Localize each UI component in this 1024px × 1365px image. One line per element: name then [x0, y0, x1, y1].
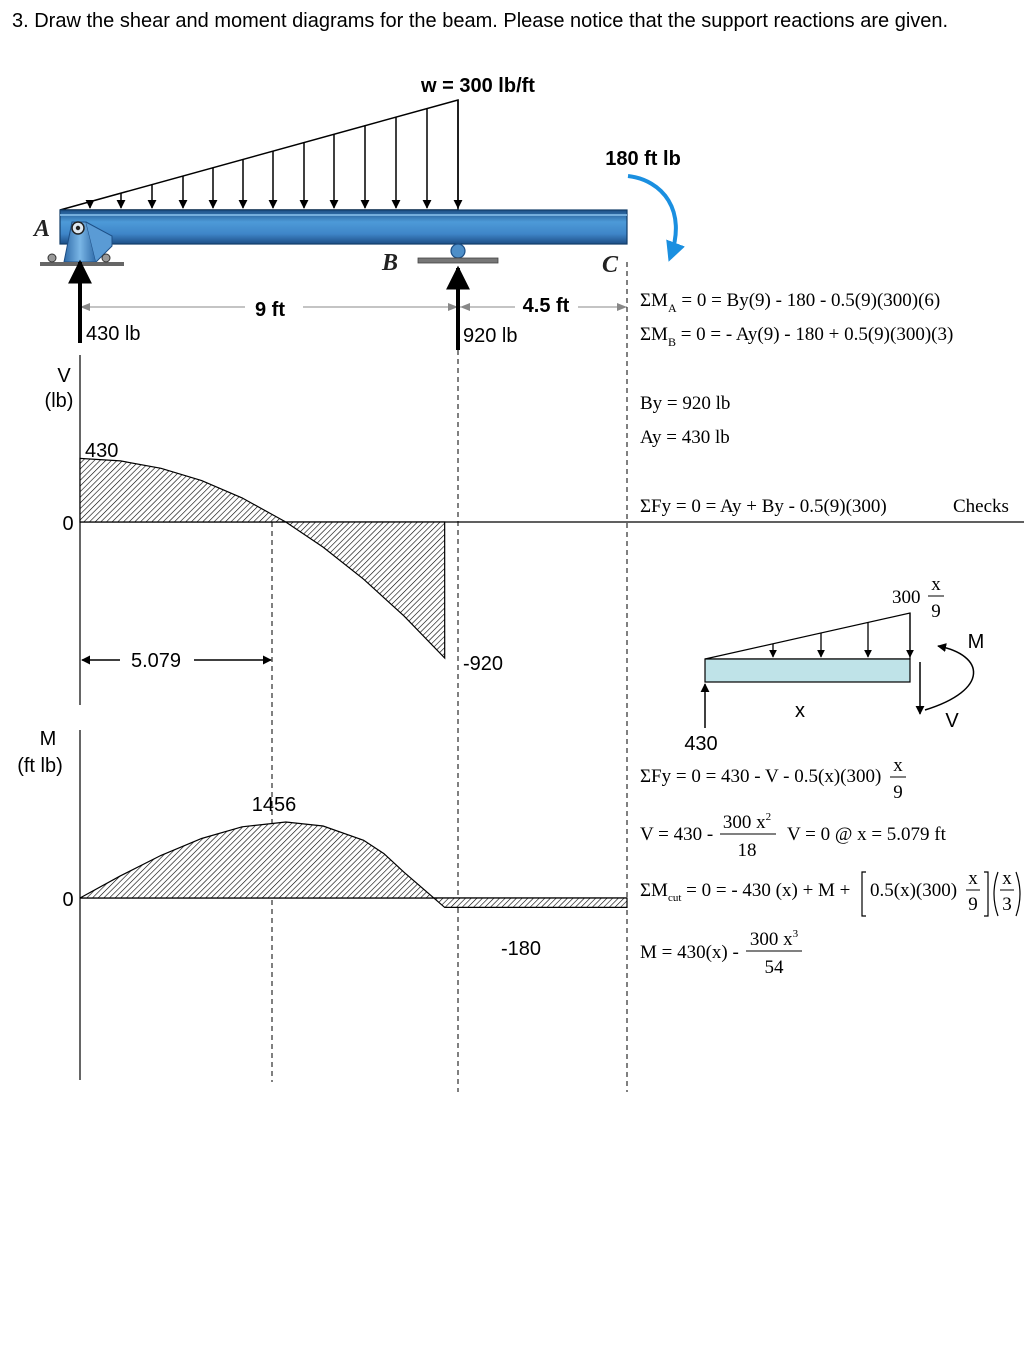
equations: ΣMA = 0 = By(9) - 180 - 0.5(9)(300)(6) Σ… — [640, 290, 1021, 978]
eq-mcut-frac-9: 9 — [968, 894, 978, 915]
fbd-shear-label: V — [945, 710, 959, 732]
fbd-moment-label: M — [968, 631, 985, 653]
point-b-label: B — [381, 250, 398, 276]
moment-axis-label: M — [40, 728, 57, 750]
moment-curve — [79, 821, 628, 908]
eq-fy-check: ΣFy = 0 = Ay + By - 0.5(9)(300) — [640, 496, 887, 517]
fbd-beam — [704, 658, 911, 683]
eq-m-lhs: M = 430(x) - — [640, 942, 739, 963]
eq-m-num: 300 x3 — [750, 928, 799, 950]
fbd-load-frac-den: 9 — [931, 601, 941, 622]
load-label: w = 300 lb/ft — [420, 75, 535, 97]
moment-zero-label: 0 — [62, 889, 73, 911]
roller-support-b — [417, 243, 499, 264]
eq-v-num: 300 x2 — [723, 811, 771, 833]
fbd-length-label: x — [795, 700, 805, 722]
span-ab-label: 9 ft — [255, 299, 285, 321]
eq-by: By = 920 lb — [640, 393, 730, 414]
eq-sum-mb: ΣMB = 0 = - Ay(9) - 180 + 0.5(9)(300)(3) — [640, 324, 953, 349]
eq-fy-cut: ΣFy = 0 = 430 - V - 0.5(x)(300) — [640, 766, 881, 787]
reaction-a-label: 430 lb — [86, 323, 141, 345]
eq-mcut-frac-x: x — [968, 868, 978, 889]
moment-min-label: -180 — [501, 938, 541, 960]
fbd-reaction-label: 430 — [684, 733, 717, 755]
eq-mcut-frac-3: 3 — [1002, 894, 1012, 915]
fbd-load-envelope — [704, 612, 911, 660]
load-arrows — [85, 100, 463, 209]
shear-axis-label: V — [57, 365, 71, 387]
checks-label: Checks — [953, 496, 1009, 517]
shear-axis-unit: (lb) — [45, 390, 74, 412]
eq-v-lhs: V = 430 - — [640, 824, 713, 845]
eq-ay: Ay = 430 lb — [640, 427, 730, 448]
point-c-label: C — [602, 252, 619, 278]
fbd-load-frac-num: x — [931, 574, 941, 595]
shear-curve — [79, 457, 446, 660]
span-bc-label: 4.5 ft — [523, 295, 570, 317]
moment-label: 180 ft lb — [605, 148, 681, 170]
eq-mcut-bracket: 0.5(x)(300) — [870, 880, 957, 901]
eq-v-den: 18 — [738, 840, 757, 861]
fbd-moment-arrow — [924, 643, 975, 711]
load-envelope — [59, 99, 459, 211]
eq-mcut: ΣMcut = 0 = - 430 (x) + M + — [640, 880, 850, 904]
fbd-load-arrows — [769, 613, 914, 658]
fbd-load-value: 300 — [892, 587, 921, 608]
shear-diagram: V (lb) 0 430 -920 5.079 — [45, 355, 1024, 705]
problem-statement: 3. Draw the shear and moment diagrams fo… — [12, 10, 949, 32]
eq-m-den: 54 — [765, 957, 785, 978]
moment-axis-unit: (ft lb) — [17, 755, 63, 777]
moment-diagram: M (ft lb) 0 1456 -180 — [17, 728, 628, 1080]
zero-crossing-label: 5.079 — [131, 650, 181, 672]
reaction-b-label: 920 lb — [463, 325, 518, 347]
eq-mcut-frac-x2: x — [1002, 868, 1012, 889]
eq-fy-cut-frac-num: x — [893, 755, 903, 776]
eq-fy-cut-frac-den: 9 — [893, 782, 903, 803]
free-body-diagram: 430 x V M 300 x 9 — [684, 574, 984, 755]
shear-max-label: 430 — [85, 440, 118, 462]
shear-zero-label: 0 — [62, 513, 73, 535]
eq-sum-ma: ΣMA = 0 = By(9) - 180 - 0.5(9)(300)(6) — [640, 290, 940, 315]
eq-v-zero: V = 0 @ x = 5.079 ft — [787, 824, 947, 845]
shear-min-label: -920 — [463, 653, 503, 675]
point-a-label: A — [32, 216, 50, 242]
moment-max-label: 1456 — [252, 794, 297, 816]
applied-moment-arrow — [627, 174, 685, 262]
beam-figure: w = 300 lb/ft A B C 180 ft lb — [32, 75, 685, 350]
